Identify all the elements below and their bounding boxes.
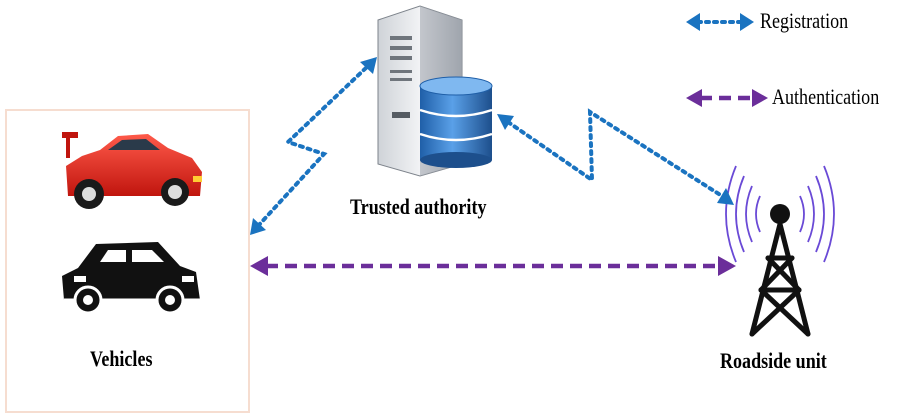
legend-authentication-symbol [686, 89, 768, 107]
red-car-icon [62, 132, 202, 209]
legend-registration-symbol [686, 13, 754, 31]
roadside-unit-label: Roadside unit [720, 348, 827, 373]
registration-link-authority-rsu [497, 108, 734, 205]
authentication-link-vehicles-rsu [250, 256, 736, 276]
registration-link-vehicles-authority [250, 57, 377, 235]
database-icon [419, 76, 493, 168]
black-car-icon [62, 242, 200, 315]
legend-authentication-label: Authentication [772, 84, 880, 109]
vehicles-label: Vehicles [90, 346, 153, 371]
radio-tower-icon [725, 165, 835, 337]
legend-registration-label: Registration [760, 8, 849, 33]
trusted-authority-label: Trusted authority [350, 194, 487, 219]
